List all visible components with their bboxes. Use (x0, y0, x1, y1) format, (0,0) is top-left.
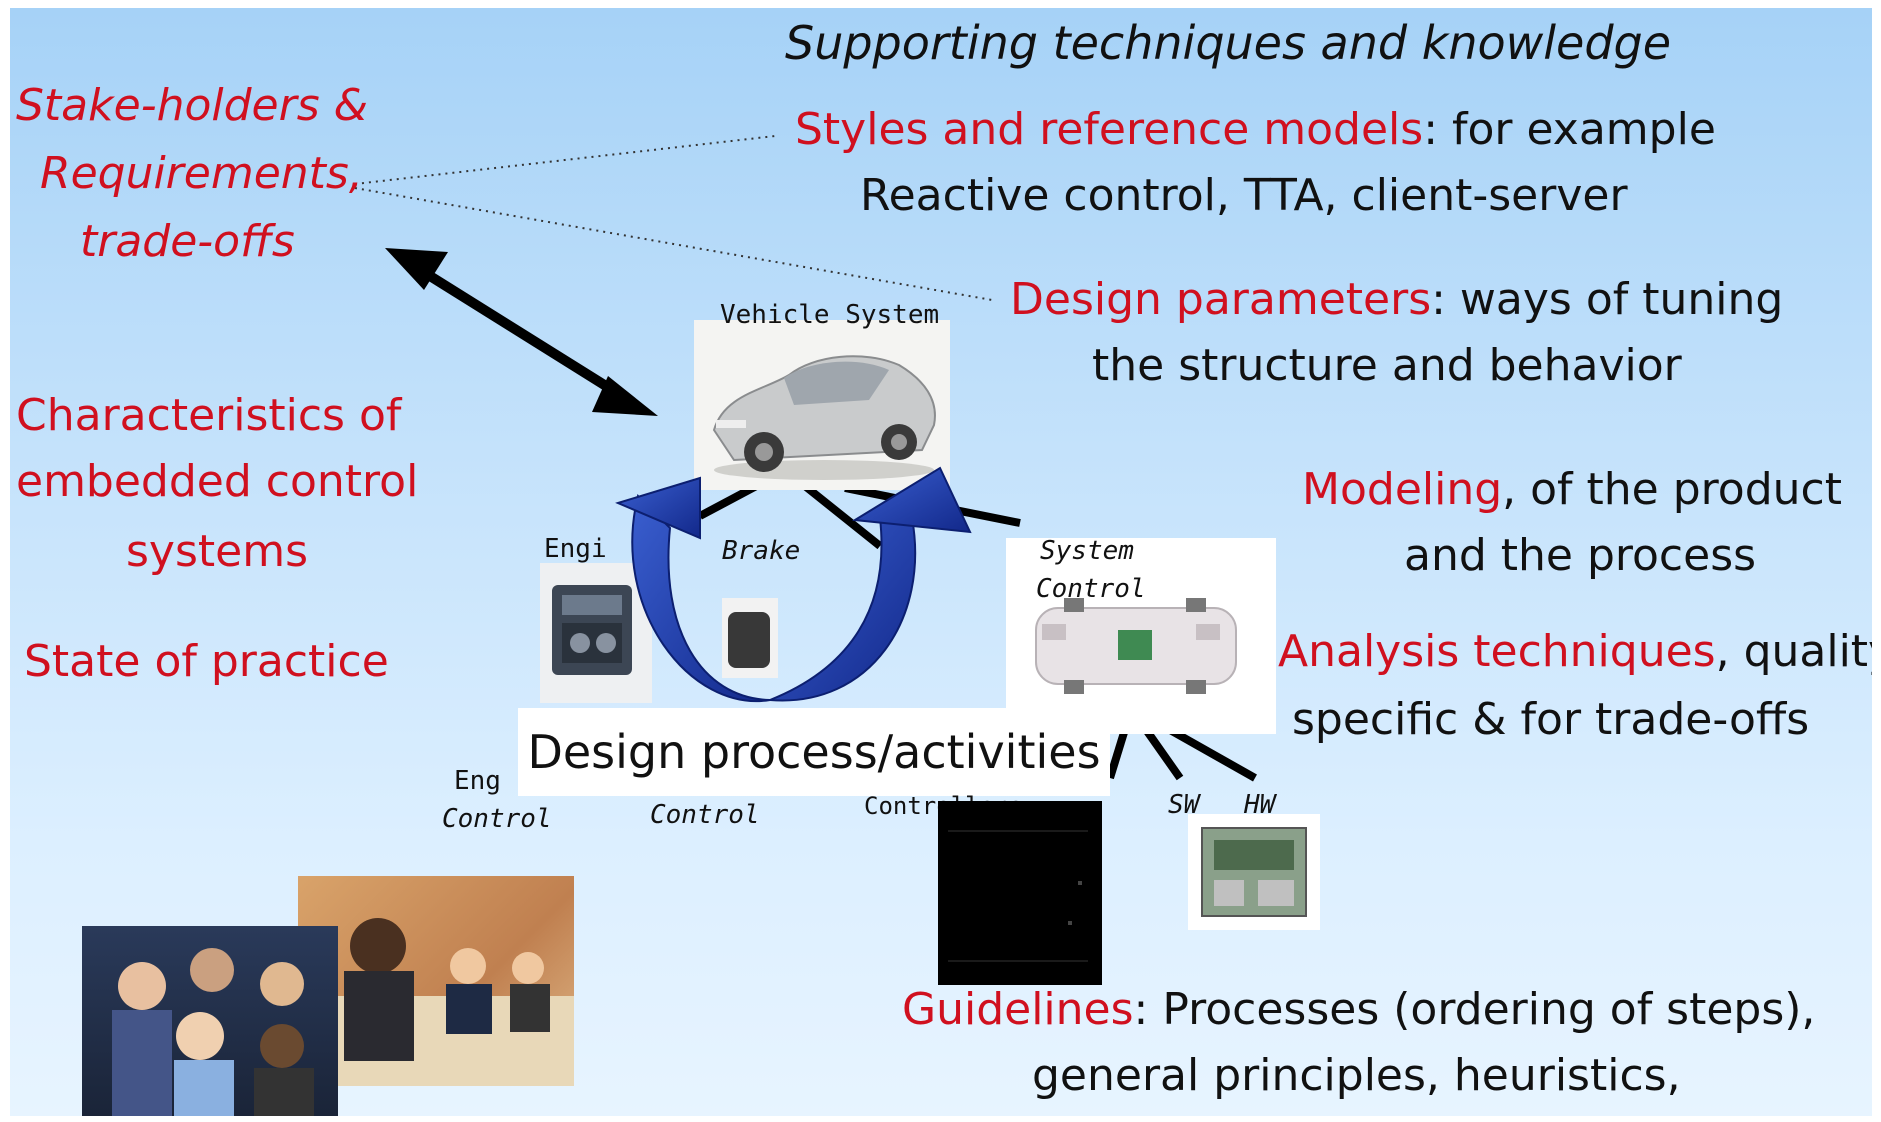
modeling-key: Modeling (1302, 464, 1503, 515)
meeting-photo-front (82, 926, 338, 1116)
engine-photo (540, 563, 652, 703)
car-photo (694, 320, 950, 490)
meeting-photo-back (298, 876, 574, 1086)
modeling-line-2: and the process (1404, 530, 1757, 581)
engine-label: Engi (544, 534, 607, 564)
modeling-line-1: Modeling, of the product (1302, 464, 1842, 517)
analysis-key: Analysis techniques (1278, 626, 1716, 677)
eng-control-label-2: Control (442, 804, 552, 834)
leader-line-params (354, 187, 993, 301)
vehicle-system-label: Vehicle System (720, 300, 940, 330)
analysis-rest: , quality (1715, 626, 1872, 677)
hw-board-photo (1188, 814, 1320, 930)
design-process-box: Design process/activities (518, 708, 1110, 796)
brake-photo (722, 598, 778, 678)
brake-control-label: Control (650, 800, 760, 830)
styles-rest: : for example (1423, 104, 1716, 155)
leader-line-styles (354, 135, 776, 185)
params-line-2: the structure and behavior (1092, 340, 1682, 391)
eng-control-label-1: Eng (454, 766, 501, 796)
stakeholders-line-1: Stake-holders & (16, 80, 368, 131)
design-cycle-arrows (615, 466, 972, 703)
stakeholders-line-2: Requirements, (40, 148, 363, 199)
stakeholders-line-3: trade-offs (80, 216, 295, 267)
engine-icon (552, 585, 632, 675)
system-control-photo (1006, 538, 1276, 734)
system-control-label-1: System (1040, 536, 1134, 566)
brake-icon (728, 612, 770, 668)
controllers-photo (938, 801, 1102, 985)
characteristics-line-3: systems (126, 526, 308, 577)
params-key: Design parameters (1010, 274, 1432, 325)
guidelines-line-2: general principles, heuristics, (1032, 1050, 1681, 1101)
car-icon (712, 355, 936, 480)
styles-line-2: Reactive control, TTA, client-server (860, 170, 1628, 221)
params-rest: : ways of tuning (1431, 274, 1784, 325)
arrow-up-icon (769, 517, 917, 702)
arrow-down-icon (631, 494, 771, 703)
design-process-label: Design process/activities (527, 725, 1101, 779)
guidelines-key: Guidelines (902, 984, 1134, 1035)
double-arrow-icon (385, 248, 658, 416)
styles-line-1: Styles and reference models: for example (795, 104, 1716, 157)
guidelines-rest: : Processes (ordering of steps), (1133, 984, 1816, 1035)
circuit-board-icon (1201, 827, 1307, 917)
page-title: Supporting techniques and knowledge (785, 16, 1672, 70)
characteristics-line-2: embedded control (16, 456, 419, 507)
guidelines-line-1: Guidelines: Processes (ordering of steps… (902, 984, 1815, 1037)
state-of-practice: State of practice (24, 636, 389, 687)
analysis-line-2: specific & for trade-offs (1292, 694, 1810, 745)
characteristics-line-1: Characteristics of (16, 390, 402, 441)
system-control-label-2: Control (1036, 574, 1146, 604)
styles-key: Styles and reference models (795, 104, 1424, 155)
brake-label: Brake (722, 536, 801, 566)
modeling-rest: , of the product (1502, 464, 1842, 515)
params-line-1: Design parameters: ways of tuning (1010, 274, 1783, 327)
car-chassis-icon (1035, 598, 1237, 694)
slide: Supporting techniques and knowledge Stak… (10, 8, 1872, 1116)
analysis-line-1: Analysis techniques, quality (1278, 626, 1872, 679)
